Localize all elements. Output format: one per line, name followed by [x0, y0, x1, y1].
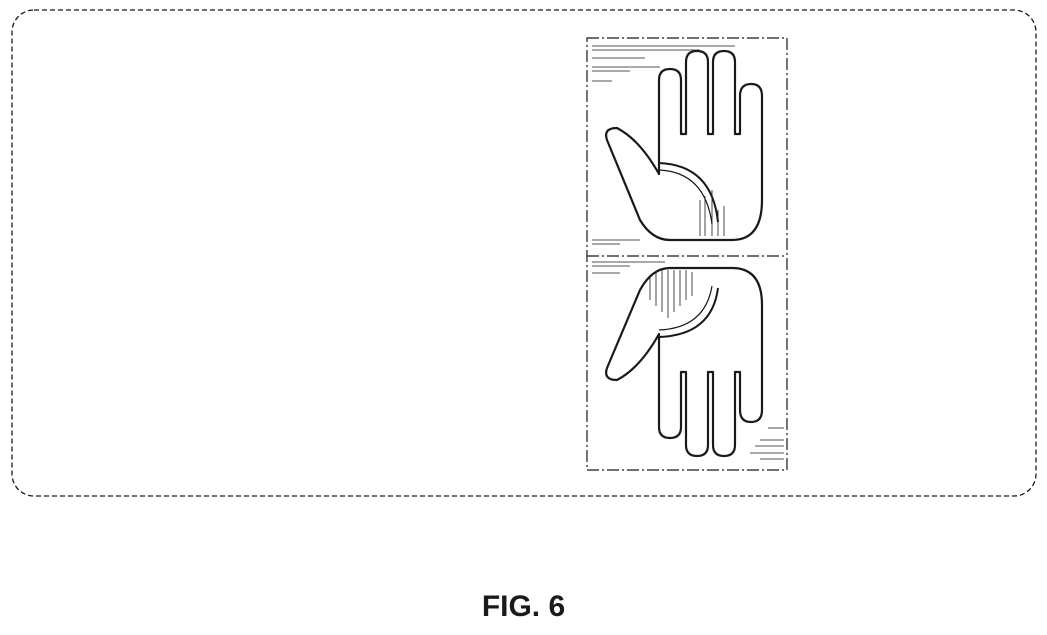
- surface-shading-bottom: [750, 428, 784, 459]
- hand-palm-view: [606, 51, 762, 240]
- hand-outline-icon: [606, 268, 762, 456]
- figure-caption: FIG. 6: [0, 590, 1047, 624]
- back-crease-inner: [659, 286, 712, 330]
- outer-boundary: [12, 10, 1036, 496]
- hand-back-view: [606, 268, 762, 456]
- hand-outline-icon: [606, 51, 762, 240]
- thumb-crease: [659, 163, 718, 222]
- thumb-crease-inner: [659, 170, 712, 224]
